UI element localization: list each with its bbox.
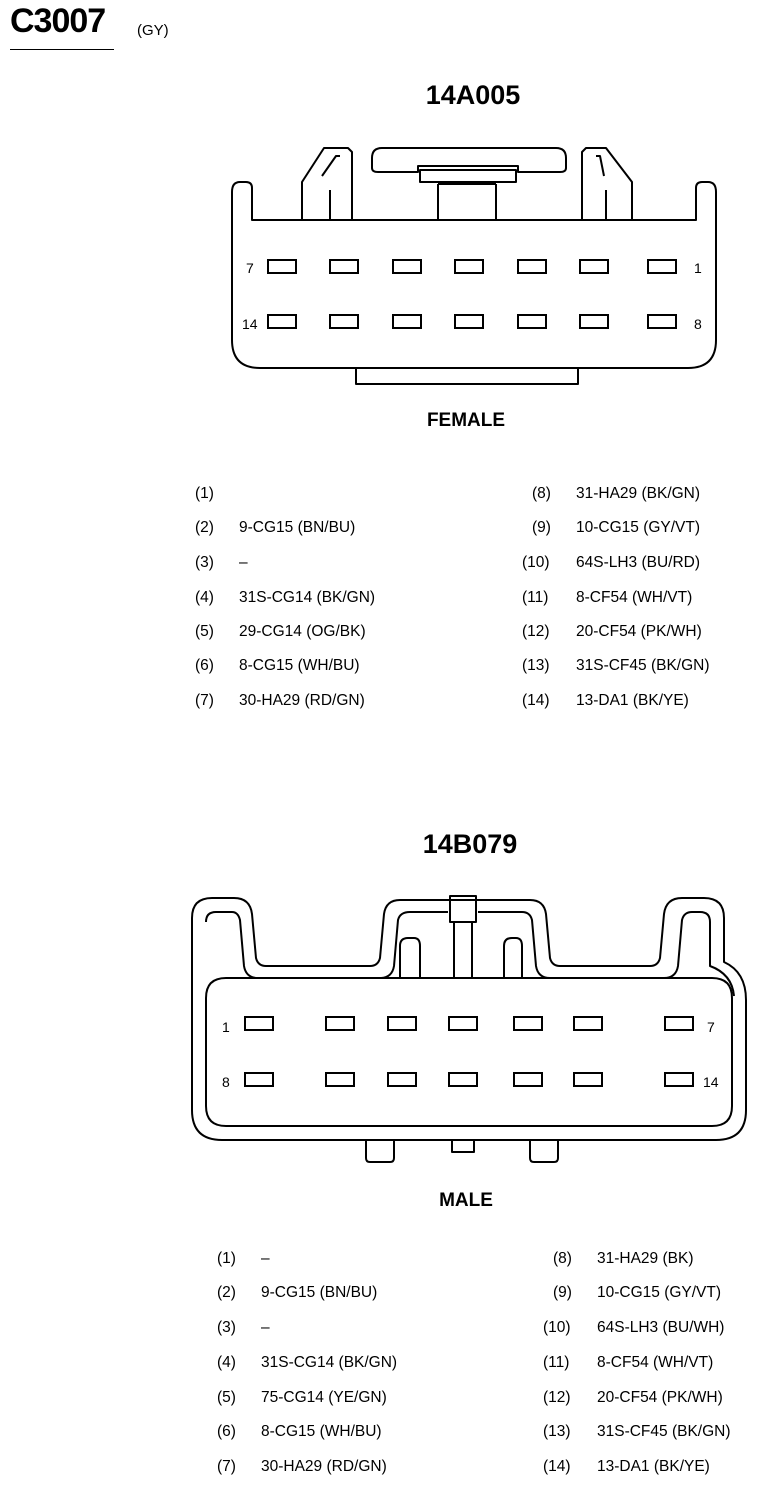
pin-number: (9) bbox=[553, 1284, 572, 1301]
female-face-label-top-left: 7 bbox=[246, 260, 254, 276]
pin-circuit: – bbox=[239, 554, 248, 571]
pin-circuit: 10-CG15 (GY/VT) bbox=[597, 1284, 722, 1301]
female-face-label-top-right: 1 bbox=[694, 260, 702, 276]
pin-circuit: 9-CG15 (BN/BU) bbox=[261, 1284, 378, 1301]
pin-number: (12) bbox=[522, 623, 550, 640]
connector-color: (GY) bbox=[137, 22, 169, 39]
pin-number: (14) bbox=[522, 692, 550, 709]
pin-number: (6) bbox=[195, 657, 214, 674]
pin-circuit: 8-CF54 (WH/VT) bbox=[597, 1354, 714, 1371]
pin-number: (14) bbox=[543, 1458, 571, 1475]
pin-number: (2) bbox=[217, 1284, 236, 1301]
pin-circuit: 64S-LH3 (BU/RD) bbox=[576, 554, 701, 571]
male-face-label-bottom-left: 8 bbox=[222, 1074, 230, 1090]
male-face-label-top-right: 7 bbox=[707, 1019, 715, 1035]
pin-circuit: 9-CG15 (BN/BU) bbox=[239, 519, 356, 536]
pin-number: (10) bbox=[522, 554, 550, 571]
connector-id-underline bbox=[10, 49, 114, 50]
pin-number: (12) bbox=[543, 1389, 571, 1406]
pin-number: (11) bbox=[543, 1354, 570, 1371]
pin-circuit: 10-CG15 (GY/VT) bbox=[576, 519, 701, 536]
pin-circuit: 75-CG14 (YE/GN) bbox=[261, 1389, 387, 1406]
male-part-number: 14B079 bbox=[422, 829, 518, 859]
pin-number: (13) bbox=[522, 657, 550, 674]
pin-number: (3) bbox=[195, 554, 214, 571]
pin-number: (1) bbox=[195, 485, 214, 502]
pin-circuit: 30-HA29 (RD/GN) bbox=[261, 1458, 387, 1475]
pin-number: (8) bbox=[553, 1250, 572, 1267]
pin-circuit: 30-HA29 (RD/GN) bbox=[239, 692, 365, 709]
pin-number: (9) bbox=[532, 519, 551, 536]
pin-circuit: – bbox=[261, 1250, 270, 1267]
pin-circuit: 8-CG15 (WH/BU) bbox=[261, 1423, 382, 1440]
pin-number: (1) bbox=[217, 1250, 236, 1267]
male-connector-diagram: 1 7 8 14 bbox=[191, 895, 747, 1163]
pin-number: (11) bbox=[522, 589, 549, 606]
male-gender-label: MALE bbox=[439, 1190, 493, 1211]
pin-number: (3) bbox=[217, 1319, 236, 1336]
pin-circuit: 20-CF54 (PK/WH) bbox=[597, 1389, 723, 1406]
female-part-number: 14A005 bbox=[425, 80, 521, 110]
female-face-label-bottom-right: 8 bbox=[694, 316, 702, 332]
male-face-label-top-left: 1 bbox=[222, 1019, 230, 1035]
pin-number: (4) bbox=[217, 1354, 236, 1371]
pin-number: (5) bbox=[195, 623, 214, 640]
pin-circuit: 31S-CG14 (BK/GN) bbox=[239, 589, 376, 606]
pin-circuit: 20-CF54 (PK/WH) bbox=[576, 623, 702, 640]
pin-number: (5) bbox=[217, 1389, 236, 1406]
male-face-label-bottom-right: 14 bbox=[703, 1074, 719, 1090]
pin-number: (4) bbox=[195, 589, 214, 606]
pin-circuit: 31-HA29 (BK) bbox=[597, 1250, 694, 1267]
pin-circuit: 31S-CG14 (BK/GN) bbox=[261, 1354, 398, 1371]
pin-circuit: 8-CG15 (WH/BU) bbox=[239, 657, 360, 674]
female-face-label-bottom-left: 14 bbox=[242, 316, 258, 332]
pin-number: (7) bbox=[217, 1458, 236, 1475]
pin-circuit: 31S-CF45 (BK/GN) bbox=[597, 1423, 731, 1440]
pin-circuit: 13-DA1 (BK/YE) bbox=[576, 692, 689, 709]
pin-circuit: 31-HA29 (BK/GN) bbox=[576, 485, 701, 502]
pin-number: (13) bbox=[543, 1423, 571, 1440]
pin-number: (8) bbox=[532, 485, 551, 502]
pin-number: (7) bbox=[195, 692, 214, 709]
pin-circuit: 13-DA1 (BK/YE) bbox=[597, 1458, 710, 1475]
pin-circuit: – bbox=[261, 1319, 270, 1336]
pin-number: (2) bbox=[195, 519, 214, 536]
pin-circuit: 64S-LH3 (BU/WH) bbox=[597, 1319, 725, 1336]
female-gender-label: FEMALE bbox=[426, 410, 506, 431]
connector-id: C3007 bbox=[10, 2, 106, 40]
pin-circuit: 31S-CF45 (BK/GN) bbox=[576, 657, 710, 674]
female-connector-diagram: 7 1 14 8 bbox=[231, 147, 717, 385]
pin-number: (6) bbox=[217, 1423, 236, 1440]
pin-circuit: 29-CG14 (OG/BK) bbox=[239, 623, 366, 640]
pin-number: (10) bbox=[543, 1319, 571, 1336]
pin-circuit: 8-CF54 (WH/VT) bbox=[576, 589, 693, 606]
